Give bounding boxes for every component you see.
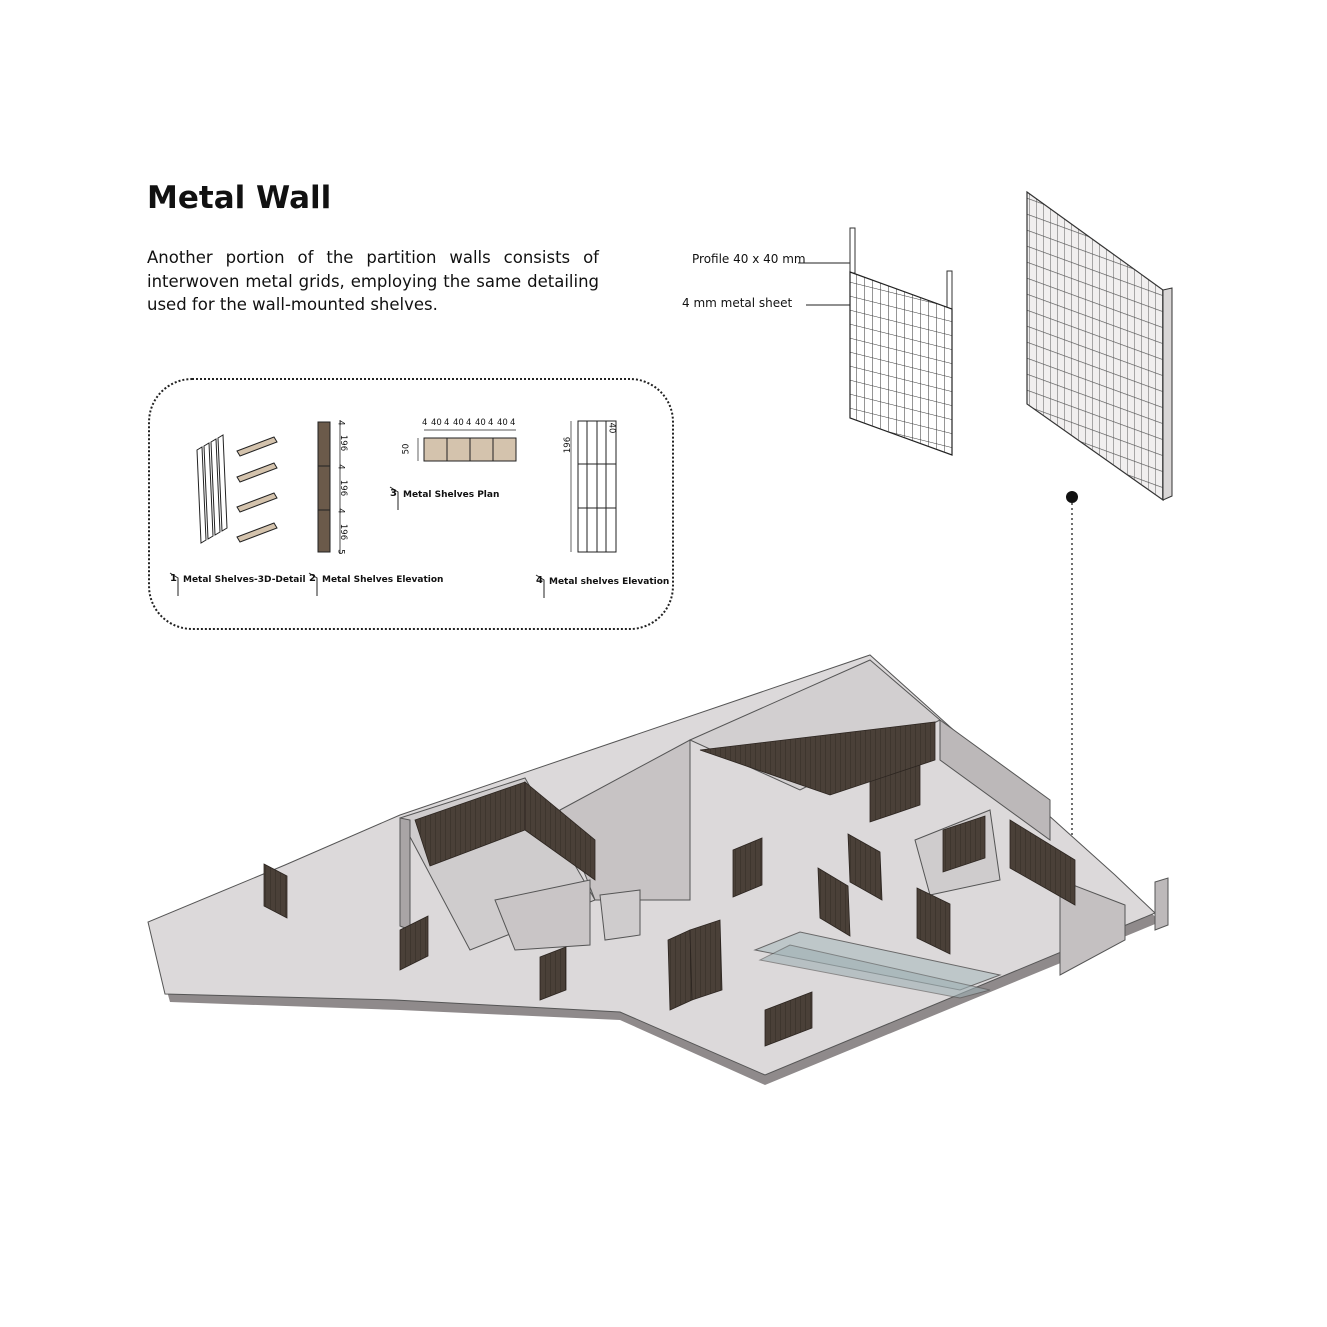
page-title: Metal Wall [147, 180, 332, 216]
sheet-callout: 4 mm metal sheet [682, 296, 793, 310]
shelves-elevation-2 [317, 420, 341, 554]
profile-callout: Profile 40 x 40 mm [692, 252, 806, 266]
detail-1-number: 1 [170, 573, 177, 584]
connector-dot [1066, 491, 1078, 503]
plan-dim: 4 [444, 418, 450, 428]
detail-4-label: Metal shelves Elevation [549, 577, 670, 587]
metal-shelf-wall [1026, 190, 1173, 502]
detail-1-label: Metal Shelves-3D-Detail [183, 575, 306, 585]
plan-dim: 40 [475, 418, 486, 428]
plan-dim: 4 [422, 418, 428, 428]
plan-dim: 40 [453, 418, 464, 428]
plan-dim: 40 [431, 418, 442, 428]
detail-3-number: 3 [390, 488, 397, 499]
shelves-plan-3 [417, 429, 517, 462]
detail-2-number: 2 [309, 573, 316, 584]
metal-grid-panel [849, 227, 953, 456]
shelves-elevation-4 [570, 420, 617, 553]
plan-dim: 4 [466, 418, 472, 428]
plan-dim: 40 [497, 418, 508, 428]
plan-dim: 4 [488, 418, 494, 428]
detail-panel [148, 378, 674, 630]
detail-4-number: 4 [536, 575, 543, 586]
description-text: Another portion of the partition walls c… [147, 248, 599, 314]
glass-ramp [753, 931, 1002, 999]
detail-2-label: Metal Shelves Elevation [322, 575, 444, 585]
plan-dim: 4 [510, 418, 516, 428]
detail-3-label: Metal Shelves Plan [403, 490, 500, 500]
metal-panels [263, 721, 1076, 1047]
shelves-3d-detail [196, 434, 278, 544]
